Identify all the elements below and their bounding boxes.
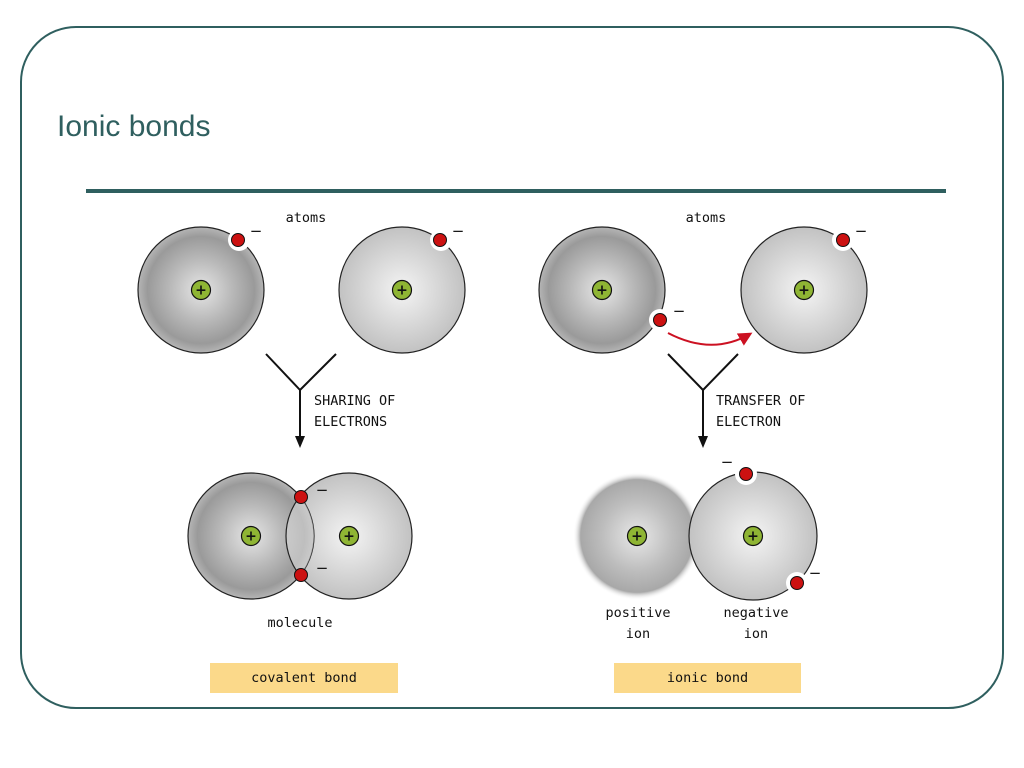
ionic-right-electron: −	[836, 222, 868, 247]
negative-ion-label-line1: negative	[723, 605, 788, 621]
negative-ion-electron-top: −	[721, 453, 753, 481]
covalent-left-electron: −	[231, 222, 263, 247]
molecule-left-nucleus-sign: +	[245, 529, 257, 545]
shared-electron-top-sign: −	[316, 481, 329, 499]
ionic-atoms-label: atoms	[686, 210, 727, 226]
shared-electron-bottom-sign: −	[316, 559, 329, 577]
covalent-process-line2: ELECTRONS	[314, 414, 387, 430]
ionic-left-nucleus: +	[591, 279, 613, 301]
particles-layer: ++++++++−−−−−−−−	[190, 222, 868, 590]
covalent-right-nucleus: +	[391, 279, 413, 301]
ionic-right-electron-sign: −	[855, 222, 868, 240]
covalent-bond-label: covalent bond	[210, 663, 398, 693]
transferring-electron-sign: −	[673, 302, 686, 320]
molecule-label: molecule	[267, 615, 332, 631]
ionic-bond-label: ionic bond	[614, 663, 801, 693]
ionic-right-nucleus-sign: +	[798, 283, 810, 299]
covalent-left-nucleus-sign: +	[195, 283, 207, 299]
positive-ion-nucleus: +	[626, 525, 648, 547]
negative-ion-electron-bottom-sign: −	[809, 564, 822, 582]
transferring-electron: −	[653, 302, 686, 327]
covalent-process-line1: SHARING OF	[314, 393, 395, 409]
slide-title: Ionic bonds	[57, 110, 211, 143]
ionic-process-line1: TRANSFER OF	[716, 393, 805, 409]
title-rule	[86, 189, 946, 193]
molecule-left-nucleus: +	[240, 525, 262, 547]
ionic-process-line2: ELECTRON	[716, 414, 781, 430]
shared-electron-top: −	[294, 481, 329, 504]
molecule-right-nucleus: +	[338, 525, 360, 547]
ionic-left-nucleus-sign: +	[596, 283, 608, 299]
covalent-right-nucleus-sign: +	[396, 283, 408, 299]
positive-ion-nucleus-sign: +	[631, 529, 643, 545]
covalent-right-electron: −	[433, 222, 465, 247]
shared-electron-bottom: −	[294, 559, 329, 582]
covalent-left-nucleus: +	[190, 279, 212, 301]
positive-ion-label-line1: positive	[605, 605, 670, 621]
electron-transfer-arrow	[667, 332, 753, 346]
positive-ion-label-line2: ion	[626, 626, 650, 642]
negative-ion-electron-top-sign: −	[721, 453, 734, 471]
covalent-right-electron-sign: −	[452, 222, 465, 240]
ionic-right-nucleus: +	[793, 279, 815, 301]
covalent-left-electron-sign: −	[250, 222, 263, 240]
covalent-process-arrow	[265, 353, 337, 438]
slide-frame	[20, 26, 1004, 709]
negative-ion-nucleus-sign: +	[747, 529, 759, 545]
ionic-process-arrow	[667, 353, 739, 438]
molecule-right-nucleus-sign: +	[343, 529, 355, 545]
covalent-atoms-label: atoms	[286, 210, 327, 226]
negative-ion-nucleus: +	[742, 525, 764, 547]
negative-ion-label-line2: ion	[744, 626, 768, 642]
negative-ion-electron-bottom: −	[790, 564, 822, 590]
